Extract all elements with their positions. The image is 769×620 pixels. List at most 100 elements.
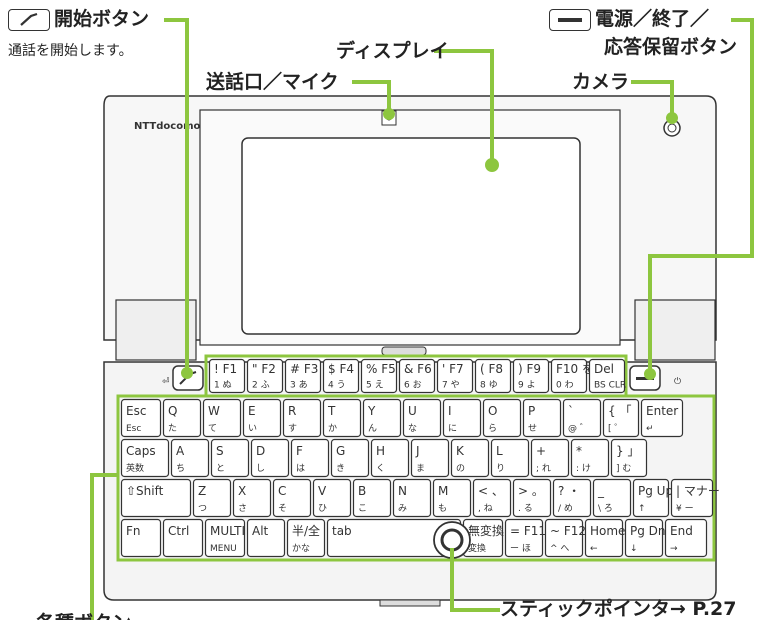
key-row3-1[interactable] bbox=[170, 438, 210, 478]
key-row3-12[interactable] bbox=[610, 438, 648, 478]
key-row1-1[interactable] bbox=[246, 358, 284, 394]
key-row2-10[interactable] bbox=[522, 398, 562, 438]
key-row5-11[interactable] bbox=[664, 518, 708, 558]
key-label-bottom: ん bbox=[368, 423, 377, 434]
key-row1-2[interactable] bbox=[284, 358, 322, 394]
power-end-icon bbox=[549, 8, 591, 31]
key-row5-1[interactable] bbox=[162, 518, 204, 558]
key-row1-7[interactable] bbox=[474, 358, 512, 394]
key-row4-11[interactable] bbox=[592, 478, 632, 518]
key-label-bottom: Esc bbox=[126, 424, 141, 434]
key-label-bottom: ら bbox=[488, 423, 497, 434]
key-row5-10[interactable] bbox=[624, 518, 664, 558]
key-label-top: " F2 bbox=[252, 362, 276, 376]
key-row5-8[interactable] bbox=[544, 518, 584, 558]
key-row2-9[interactable] bbox=[482, 398, 522, 438]
key-label-bottom: さ bbox=[238, 503, 247, 514]
key-row2-3[interactable] bbox=[242, 398, 282, 438]
key-row1-6[interactable] bbox=[436, 358, 474, 394]
key-row4-5[interactable] bbox=[352, 478, 392, 518]
key-row1-0[interactable] bbox=[208, 358, 246, 394]
cut-off-label: 各種ボタン bbox=[36, 612, 131, 620]
key-row2-6[interactable] bbox=[362, 398, 402, 438]
key-label-top: ' F7 bbox=[442, 362, 464, 376]
key-label-bottom: か bbox=[328, 423, 337, 434]
key-label-top: Del bbox=[594, 362, 614, 376]
key-row4-1[interactable] bbox=[192, 478, 232, 518]
key-row5-3[interactable] bbox=[246, 518, 286, 558]
key-label-top: > 。 bbox=[518, 484, 544, 498]
key-row2-2[interactable] bbox=[202, 398, 242, 438]
key-row4-6[interactable] bbox=[392, 478, 432, 518]
key-row2-12[interactable] bbox=[602, 398, 640, 438]
key-label-top: tab bbox=[332, 524, 352, 538]
key-row4-9[interactable] bbox=[512, 478, 552, 518]
key-label-top: C bbox=[278, 484, 286, 498]
key-row4-2[interactable] bbox=[232, 478, 272, 518]
key-row4-7[interactable] bbox=[432, 478, 472, 518]
key-label-top: Q bbox=[168, 404, 177, 418]
key-row1-4[interactable] bbox=[360, 358, 398, 394]
key-label-top: # F3 bbox=[290, 362, 318, 376]
key-row2-8[interactable] bbox=[442, 398, 482, 438]
key-row4-10[interactable] bbox=[552, 478, 592, 518]
key-row5-2[interactable] bbox=[204, 518, 246, 558]
key-row4-0[interactable] bbox=[120, 478, 192, 518]
key-label-top: A bbox=[176, 444, 185, 458]
key-row2-0[interactable] bbox=[120, 398, 162, 438]
key-label-bottom: 8 ゆ bbox=[480, 380, 498, 391]
key-row4-13[interactable] bbox=[670, 478, 714, 518]
key-label-bottom: 0 わ bbox=[556, 380, 574, 391]
key-label-bottom: MENU bbox=[210, 544, 237, 554]
key-row1-10[interactable] bbox=[588, 358, 626, 394]
key-row3-8[interactable] bbox=[450, 438, 490, 478]
key-label-top: End bbox=[670, 524, 693, 538]
key-row2-5[interactable] bbox=[322, 398, 362, 438]
key-row2-11[interactable] bbox=[562, 398, 602, 438]
key-row1-9[interactable] bbox=[550, 358, 588, 394]
stick-pointer-label: スティックポインタ→ P.27 bbox=[500, 598, 737, 620]
key-row4-3[interactable] bbox=[272, 478, 312, 518]
key-row2-4[interactable] bbox=[282, 398, 322, 438]
key-row2-7[interactable] bbox=[402, 398, 442, 438]
key-label-top: N bbox=[398, 484, 407, 498]
key-label-bottom: 7 や bbox=[442, 380, 460, 391]
key-row3-9[interactable] bbox=[490, 438, 530, 478]
key-label-bottom: い bbox=[248, 424, 257, 434]
key-label-top: ? ・ bbox=[558, 484, 580, 498]
display-label: ディスプレイ bbox=[336, 40, 449, 62]
key-row3-10[interactable] bbox=[530, 438, 570, 478]
start-call-button[interactable] bbox=[172, 365, 204, 391]
key-row3-0[interactable] bbox=[120, 438, 170, 478]
key-row2-1[interactable] bbox=[162, 398, 202, 438]
key-row3-5[interactable] bbox=[330, 438, 370, 478]
key-row1-5[interactable] bbox=[398, 358, 436, 394]
key-label-bottom: [ ゜ bbox=[608, 423, 623, 434]
key-row2-13[interactable] bbox=[640, 398, 684, 438]
key-label-bottom: せ bbox=[528, 423, 537, 434]
key-row5-7[interactable] bbox=[504, 518, 544, 558]
key-label-top: I bbox=[448, 404, 452, 418]
key-label-top: Caps bbox=[126, 444, 156, 458]
key-row3-4[interactable] bbox=[290, 438, 330, 478]
key-row4-8[interactable] bbox=[472, 478, 512, 518]
key-label-bottom: 5 え bbox=[366, 380, 384, 391]
key-label-bottom: ↓ bbox=[630, 544, 638, 554]
key-label-top: | マナー bbox=[676, 484, 720, 498]
key-row5-0[interactable] bbox=[120, 518, 162, 558]
start-button-label: 開始ボタン bbox=[8, 8, 149, 31]
key-row3-11[interactable] bbox=[570, 438, 610, 478]
key-label-bottom: : け bbox=[576, 463, 591, 474]
key-row3-6[interactable] bbox=[370, 438, 410, 478]
key-label-top: J bbox=[415, 444, 420, 458]
key-row3-3[interactable] bbox=[250, 438, 290, 478]
key-row3-7[interactable] bbox=[410, 438, 450, 478]
key-row5-4[interactable] bbox=[286, 518, 326, 558]
key-row4-12[interactable] bbox=[632, 478, 670, 518]
key-row3-2[interactable] bbox=[210, 438, 250, 478]
key-row1-3[interactable] bbox=[322, 358, 360, 394]
key-row5-9[interactable] bbox=[584, 518, 624, 558]
key-row1-8[interactable] bbox=[512, 358, 550, 394]
key-row4-4[interactable] bbox=[312, 478, 352, 518]
